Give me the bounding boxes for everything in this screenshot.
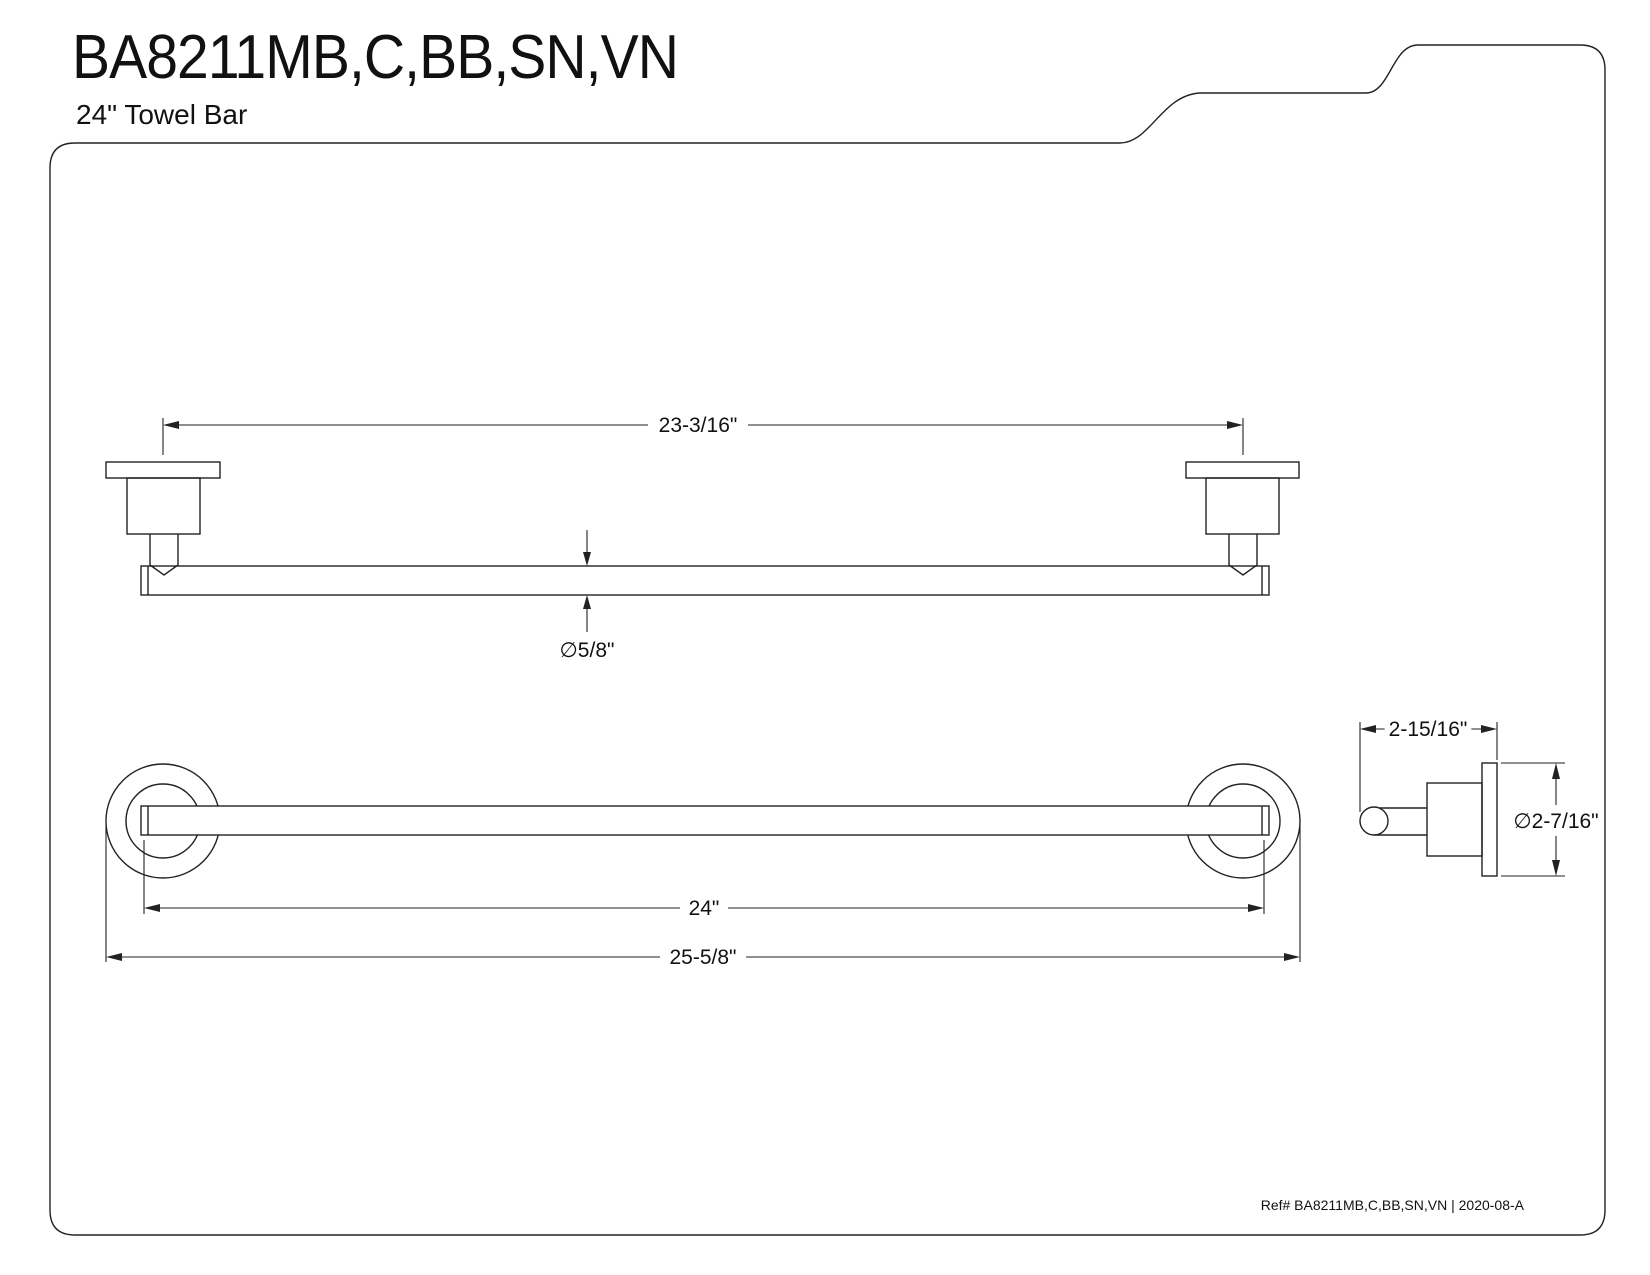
right-flange-plate (1185, 461, 1300, 479)
bar-diameter-label: ∅5/8" (560, 639, 615, 662)
projection-label: 2-15/16" (1389, 718, 1468, 741)
side-view: 2-15/16" ∅2-7/16" (1359, 717, 1603, 877)
left-flange-body (126, 477, 201, 535)
label-mask (684, 896, 724, 921)
side-bar-end (1359, 806, 1389, 836)
bar-length-label: 24" (689, 897, 720, 920)
flange-diameter-dimension: ∅2-7/16" (1501, 762, 1603, 877)
overall-length-dimension: 25-5/8" (105, 825, 1301, 970)
projection-dimension: 2-15/16" (1359, 717, 1498, 812)
label-mask (654, 413, 742, 438)
overall-length-label: 25-5/8" (670, 946, 737, 969)
label-mask (665, 945, 741, 970)
towel-bar-side (140, 565, 1270, 596)
right-post (1228, 534, 1258, 576)
flange-center-span-label: 23-3/16" (659, 414, 738, 437)
label-mask (1509, 809, 1603, 834)
reference-footer: Ref# BA8211MB,C,BB,SN,VN | 2020-08-A (1260, 1197, 1524, 1213)
flange-center-span-dimension: 23-3/16" (162, 413, 1244, 455)
label-mask (555, 638, 619, 663)
left-flange-plate (105, 461, 221, 479)
top-view: 24" 25-5/8" (105, 763, 1301, 970)
drawing-frame (49, 44, 1606, 1236)
label-mask (1384, 717, 1472, 742)
bar-length-dimension: 24" (143, 840, 1265, 921)
left-post (149, 534, 179, 576)
right-flange-body (1205, 477, 1280, 535)
flange-diameter-label: ∅2-7/16" (1513, 810, 1598, 833)
front-elevation: 23-3/16" ∅5/8" (105, 413, 1300, 663)
product-subtitle: 24" Towel Bar (76, 99, 248, 130)
model-number-title: BA8211MB,C,BB,SN,VN (72, 23, 679, 92)
bar-diameter-dimension: ∅5/8" (555, 530, 619, 663)
side-flange-body (1426, 782, 1483, 857)
side-flange-plate (1481, 762, 1498, 877)
towel-bar-plan (140, 805, 1270, 836)
